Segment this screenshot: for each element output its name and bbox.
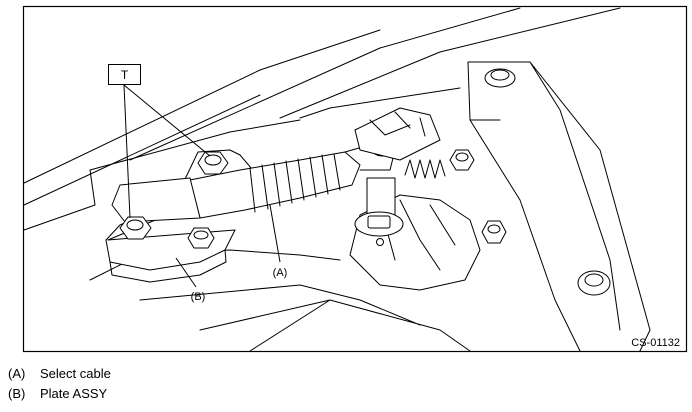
bolt-right-lower: [481, 220, 507, 244]
callout-b-label: (B): [191, 291, 206, 303]
lever-pin: [376, 238, 384, 246]
bracket-grommet-top-inner: [490, 69, 510, 81]
callout-t-leaders: [123, 84, 211, 219]
callout-a-leader: [269, 204, 281, 263]
lever-socket-hole: [367, 215, 391, 229]
bolt-plate: [187, 227, 215, 249]
right-bracket: [467, 61, 651, 352]
bolt-lower-left: [119, 216, 152, 240]
body-panel-lines: [23, 7, 621, 206]
legend-key: (B): [8, 386, 26, 401]
legend-item-a: (A) Select cable: [8, 366, 111, 382]
legend-label: Select cable: [40, 366, 111, 381]
callout-a-label: (A): [273, 267, 288, 279]
legend-label: Plate ASSY: [40, 386, 108, 401]
callout-t-box: [108, 64, 141, 85]
connector-detail: [369, 111, 426, 137]
bolt-right-upper: [449, 149, 475, 171]
plate-assy-edge: [109, 249, 227, 283]
legend-key: (A): [8, 366, 26, 381]
select-cable-sheath: [189, 151, 361, 219]
figure-code: CS-01132: [631, 337, 680, 349]
floor-panel: [23, 87, 461, 231]
return-spring: [404, 159, 446, 179]
cable-bellows: [249, 153, 341, 213]
cable-end: [111, 177, 201, 223]
callout-t-label: T: [121, 68, 129, 82]
lower-contours: [89, 249, 471, 352]
bracket-grommet-bottom-inner: [584, 273, 604, 287]
connector-block: [354, 107, 441, 161]
drawing-body: [23, 7, 651, 352]
figure-frame: [22, 5, 688, 353]
legend-item-b: (B) Plate ASSY: [8, 386, 107, 402]
callout-b-leader: [175, 257, 197, 288]
